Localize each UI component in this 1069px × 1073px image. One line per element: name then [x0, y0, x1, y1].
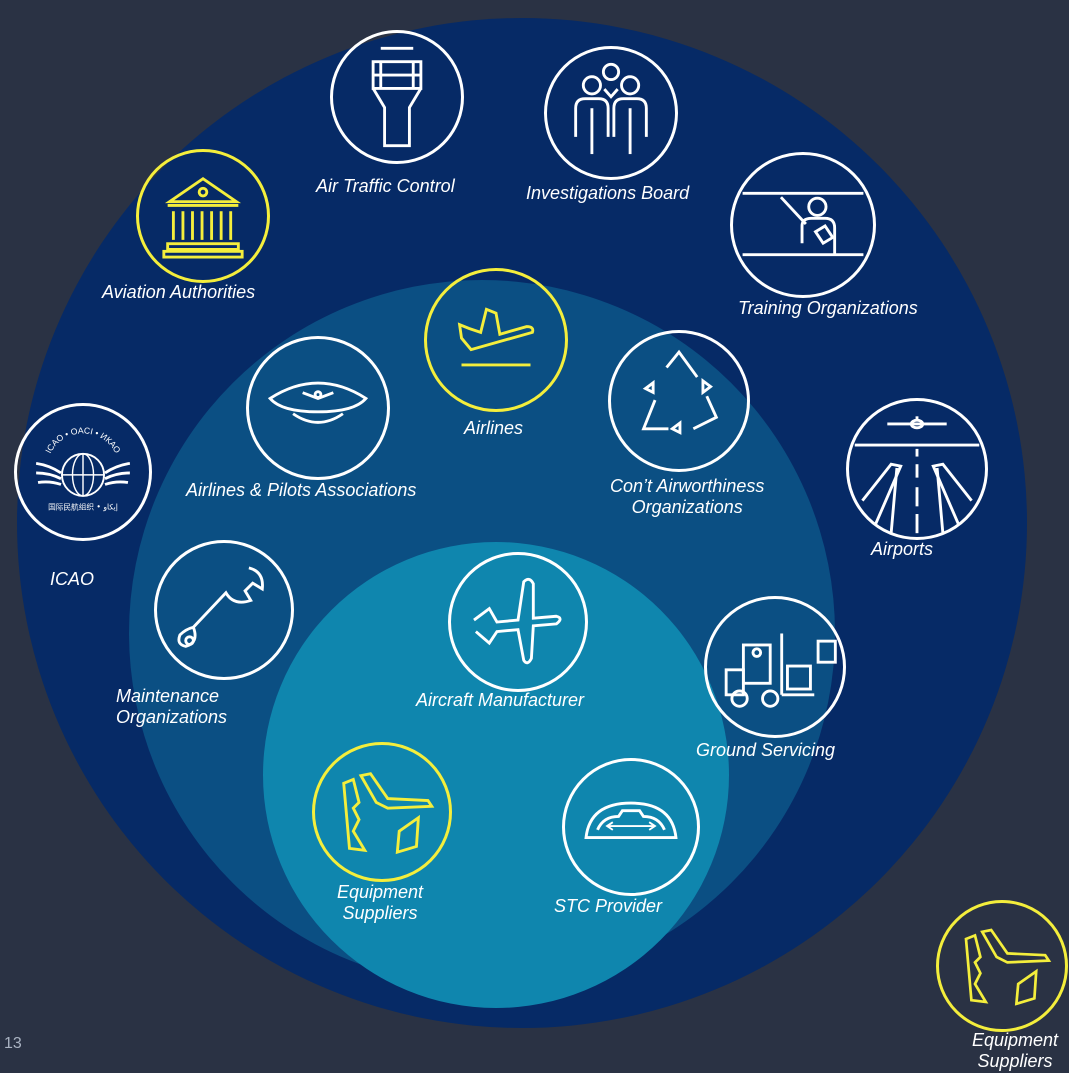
- icao-emblem-icon: ICAO • OACI • ИКАО 国际民航组织 • إيكاو: [14, 403, 152, 541]
- node-label: Air Traffic Control: [316, 176, 455, 196]
- control-tower-icon: [330, 30, 464, 164]
- runway-icon: [846, 398, 988, 540]
- node-label: Aviation Authorities: [102, 282, 256, 302]
- node-label: Airports: [871, 539, 934, 559]
- node-label: Training Organizations: [738, 298, 918, 318]
- forklift-icon: [704, 596, 846, 738]
- node-label: Ground Servicing: [696, 740, 836, 760]
- node-label: STC Provider: [554, 896, 663, 916]
- node-label: Airlines & Pilots Associations: [186, 480, 417, 500]
- investigators-icon: [544, 46, 678, 180]
- node-label: ICAO: [50, 569, 95, 589]
- page-number: 13: [4, 1035, 22, 1052]
- instructor-icon: [730, 152, 876, 298]
- government-building-icon: [136, 149, 270, 283]
- icao-bottom-text: 国际民航组织 • إيكاو: [48, 501, 118, 511]
- plane-takeoff-icon: [424, 268, 568, 412]
- cabin-section-icon: [562, 758, 700, 896]
- airplane-icon: [448, 552, 588, 692]
- wrench-icon: [154, 540, 294, 680]
- node-label: Investigations Board: [526, 183, 690, 203]
- node-label: Airlines: [464, 418, 524, 438]
- recycle-icon: [608, 330, 750, 472]
- aircraft-parts-icon: [312, 742, 452, 882]
- node-label: Aircraft Manufacturer: [416, 690, 585, 710]
- pilot-cap-icon: [246, 336, 390, 480]
- aircraft-parts-icon: [936, 900, 1068, 1032]
- icao-arc-text: ICAO • OACI • ИКАО: [43, 425, 123, 455]
